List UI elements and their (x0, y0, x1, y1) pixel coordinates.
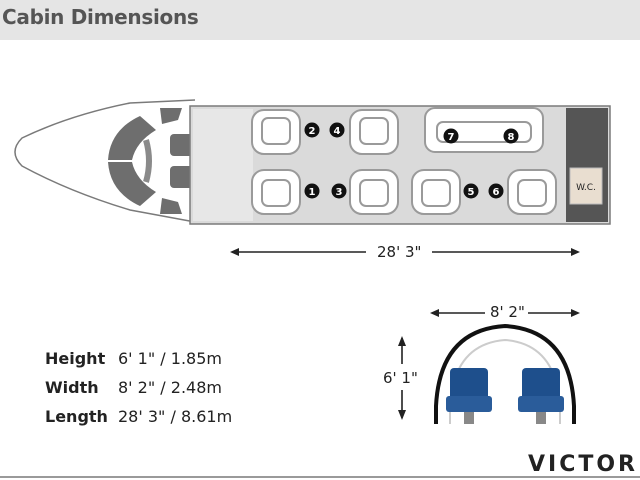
length-dimension-label: 28' 3" (377, 243, 422, 261)
seat-badge-7: 7 (443, 128, 459, 144)
cross-section-seat-right (518, 368, 564, 424)
cabin-cross-section (398, 309, 580, 424)
lavatory-tag (569, 167, 603, 205)
brand-logo: VICTOR (527, 452, 638, 477)
divan-seat (424, 107, 544, 153)
cockpit (108, 108, 194, 214)
spec-width-label: Width (45, 378, 99, 397)
seat-badge-5: 5 (463, 183, 479, 199)
svg-text:5: 5 (468, 187, 475, 198)
spec-width-value: 8' 2" / 2.48m (118, 378, 222, 397)
page-header: Cabin Dimensions (0, 0, 640, 40)
spec-height-value: 6' 1" / 1.85m (118, 349, 222, 368)
svg-text:1: 1 (309, 187, 316, 198)
lavatory-block (566, 108, 608, 222)
cross-section-seat-left (446, 368, 492, 424)
width-dimension-label: 8' 2" (490, 303, 525, 321)
cabin-floorplan: 2 4 7 8 1 3 5 6 W.C. (14, 99, 611, 225)
seat-3-chair (349, 169, 399, 215)
spec-length-value: 28' 3" / 8.61m (118, 407, 233, 426)
seat-4-chair (349, 109, 399, 155)
seat-badge-8: 8 (503, 128, 519, 144)
height-dimension-label: 6' 1" (383, 369, 418, 387)
svg-text:4: 4 (334, 126, 341, 137)
seat-2-chair (251, 109, 301, 155)
seat-badge-2: 2 (304, 122, 320, 138)
length-arrow (230, 248, 580, 256)
lavatory-label: W.C. (576, 183, 596, 193)
svg-text:2: 2 (309, 126, 316, 137)
footer-divider (0, 476, 640, 478)
svg-text:8: 8 (508, 132, 515, 143)
seat-badge-4: 4 (329, 122, 345, 138)
cross-section-outline (434, 323, 576, 424)
svg-text:3: 3 (336, 187, 343, 198)
seat-5-chair (411, 169, 461, 215)
seat-badge-1: 1 (304, 183, 320, 199)
seat-badge-6: 6 (488, 183, 504, 199)
seat-1-chair (251, 169, 301, 215)
spec-height-label: Height (45, 349, 106, 368)
spec-length-label: Length (45, 407, 108, 426)
seat-badge-3: 3 (331, 183, 347, 199)
svg-text:7: 7 (448, 132, 455, 143)
seat-6-chair (507, 169, 557, 215)
page-title: Cabin Dimensions (2, 5, 199, 29)
svg-text:6: 6 (493, 187, 500, 198)
